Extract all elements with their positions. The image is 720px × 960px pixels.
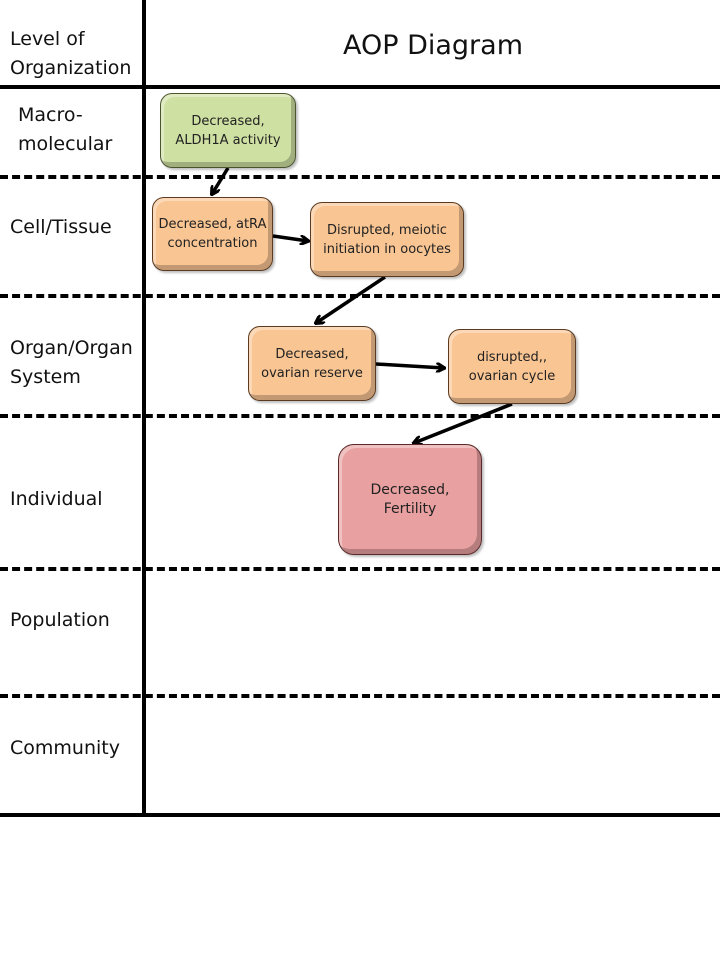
- level-divider: [0, 567, 720, 571]
- level-label-organ: Organ/Organ System: [10, 337, 133, 388]
- node-text-line: Fertility: [383, 500, 437, 517]
- node-text-line: initiation in oocytes: [323, 241, 451, 257]
- header-divider: [0, 85, 720, 89]
- node-ke-disrupted-meiotic-initiation[interactable]: Disrupted, meiotic initiation in oocytes: [310, 202, 464, 277]
- node-text-line: Decreased, atRA: [158, 217, 267, 232]
- level-divider: [0, 294, 720, 298]
- level-label-cell-tissue: Cell/Tissue: [10, 216, 112, 238]
- level-label-individual: Individual: [10, 488, 103, 510]
- level-column-header: Level of Organization: [10, 28, 132, 79]
- level-divider: [0, 414, 720, 418]
- node-ke-decreased-atra-concentration[interactable]: Decreased, atRA concentration: [152, 197, 273, 271]
- edge-ke1-to-ke2: [272, 234, 308, 241]
- table-bottom-border: [0, 813, 720, 817]
- column-divider: [142, 0, 146, 817]
- node-text-line: ovarian cycle: [468, 368, 556, 384]
- level-divider: [0, 175, 720, 179]
- edge-ke2-to-ke3: [316, 275, 386, 323]
- node-ao-decreased-fertility[interactable]: Decreased, Fertility: [338, 444, 482, 555]
- node-mie-decreased-aldh1a-activity[interactable]: Decreased, ALDH1A activity: [160, 93, 296, 168]
- edge-ke4-to-ao: [414, 402, 513, 443]
- node-text-line: Decreased,: [275, 346, 349, 362]
- level-label-population: Population: [10, 609, 110, 631]
- level-label-macromolecular: Macro-molecular: [18, 104, 113, 155]
- node-text-line: Decreased,: [370, 481, 450, 498]
- node-text-line: ALDH1A activity: [175, 132, 281, 148]
- diagram-title: AOP Diagram: [342, 30, 524, 61]
- level-divider: [0, 694, 720, 698]
- node-text-line: Decreased,: [191, 113, 265, 129]
- node-ke-disrupted-ovarian-cycle[interactable]: disrupted,, ovarian cycle: [448, 329, 576, 404]
- edge-mie-to-ke1: [212, 167, 230, 194]
- node-text-line: concentration: [167, 236, 258, 251]
- node-text-line: ovarian reserve: [261, 365, 363, 381]
- edge-ke3-to-ke4: [375, 362, 444, 368]
- level-label-community: Community: [10, 737, 120, 759]
- node-text-line: Disrupted, meiotic: [327, 222, 447, 238]
- node-text-line: disrupted,,: [476, 349, 548, 365]
- node-ke-decreased-ovarian-reserve[interactable]: Decreased, ovarian reserve: [248, 326, 376, 401]
